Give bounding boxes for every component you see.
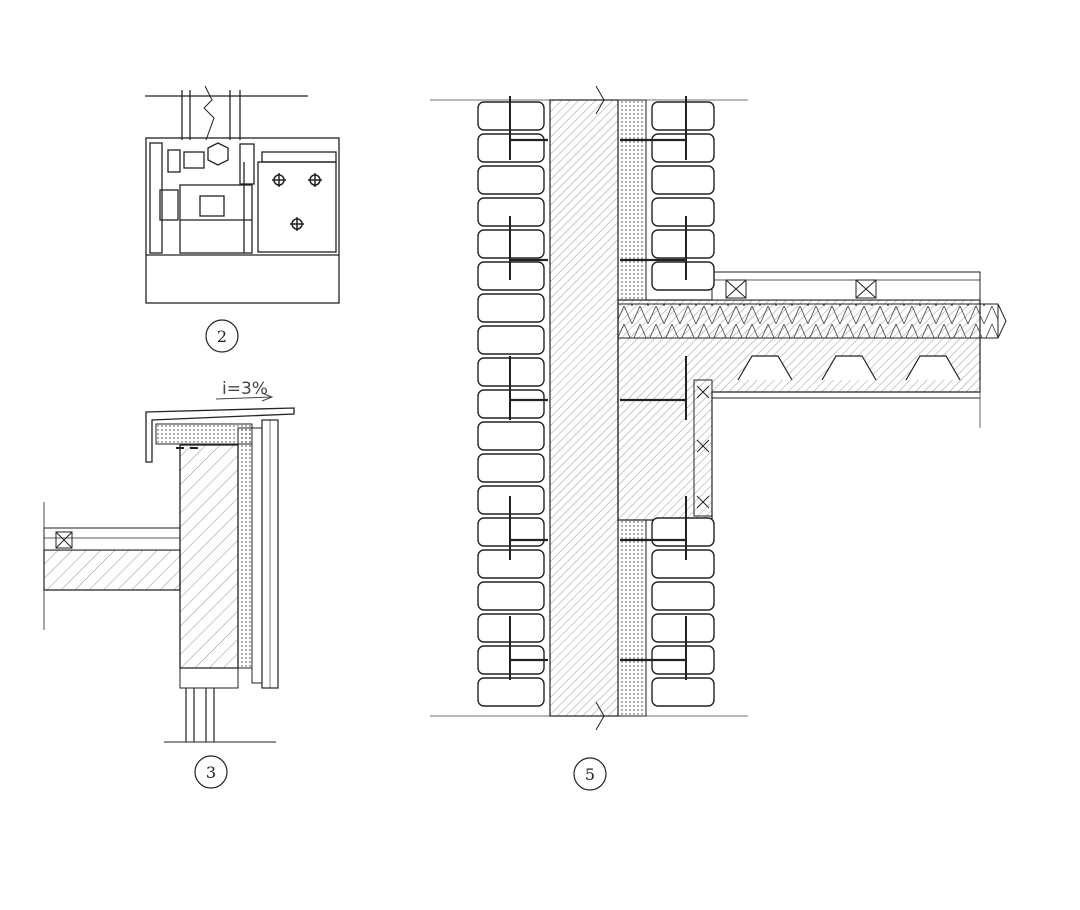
brick: [651, 101, 715, 131]
brick: [651, 613, 715, 643]
wall-ties: [509, 96, 687, 680]
detail-3-slope-note: i=3%: [215, 379, 274, 402]
detail-3-drawing: [43, 407, 295, 743]
brick: [477, 421, 545, 451]
svg-text:2: 2: [217, 327, 227, 346]
brick: [651, 549, 715, 579]
brick: [477, 165, 545, 195]
brick: [651, 677, 715, 707]
detail-5-drawing: [430, 85, 1007, 731]
brick: [651, 133, 715, 163]
detail-5-callout: 5: [573, 757, 607, 791]
svg-text:5: 5: [585, 765, 595, 784]
brick: [477, 293, 545, 323]
brick: [651, 165, 715, 195]
brick: [651, 261, 715, 291]
brick: [651, 517, 715, 547]
brick: [477, 325, 545, 355]
detail-3-callout: 3: [194, 755, 228, 789]
brick: [477, 453, 545, 483]
brick: [477, 581, 545, 611]
detail-2-callout: 2: [205, 319, 239, 353]
svg-text:i=3%: i=3%: [222, 379, 268, 399]
brick-wythe-right: [651, 101, 715, 707]
brick: [651, 581, 715, 611]
brick: [651, 229, 715, 259]
detail-2-drawing: [145, 85, 340, 304]
svg-text:3: 3: [206, 763, 216, 782]
brick: [477, 677, 545, 707]
brick: [651, 197, 715, 227]
